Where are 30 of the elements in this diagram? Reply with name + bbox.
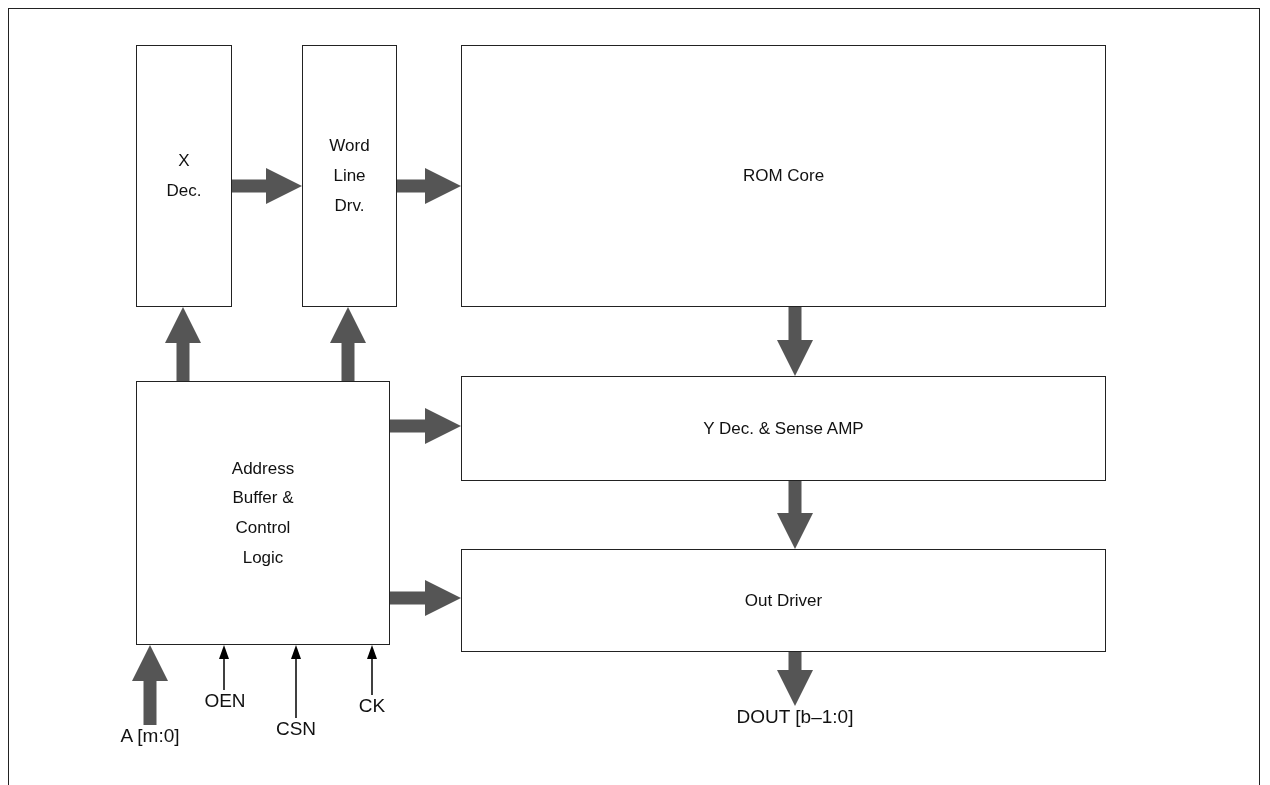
block-label: Out Driver bbox=[744, 589, 823, 612]
arrow bbox=[390, 580, 461, 616]
arrow bbox=[777, 307, 813, 376]
arrow bbox=[219, 645, 229, 691]
block-label: ROM Core bbox=[742, 165, 825, 188]
signal-label: DOUT [b–1:0] bbox=[725, 706, 865, 728]
arrow bbox=[291, 645, 301, 719]
signal-label: CSN bbox=[256, 718, 336, 740]
signal-label: A [m:0] bbox=[95, 725, 205, 747]
signal-label: OEN bbox=[190, 690, 260, 712]
arrow bbox=[397, 168, 461, 204]
arrow bbox=[232, 168, 302, 204]
arrow bbox=[777, 652, 813, 706]
arrow bbox=[390, 408, 461, 444]
function-block bbox=[461, 45, 1106, 307]
block-label: Address Buffer & Control Logic bbox=[231, 457, 295, 569]
arrow bbox=[777, 481, 813, 549]
arrow bbox=[165, 307, 201, 381]
arrow bbox=[132, 645, 168, 725]
function-block bbox=[461, 376, 1106, 481]
function-block bbox=[461, 549, 1106, 652]
signal-label: CK bbox=[342, 695, 402, 717]
function-block bbox=[136, 45, 232, 307]
arrow bbox=[367, 645, 377, 696]
function-block bbox=[136, 381, 390, 645]
block-label: Y Dec. & Sense AMP bbox=[703, 417, 864, 440]
arrow bbox=[330, 307, 366, 381]
block-label: Word Line Drv. bbox=[329, 135, 370, 217]
block-label: X Dec. bbox=[166, 150, 202, 202]
function-block bbox=[302, 45, 397, 307]
